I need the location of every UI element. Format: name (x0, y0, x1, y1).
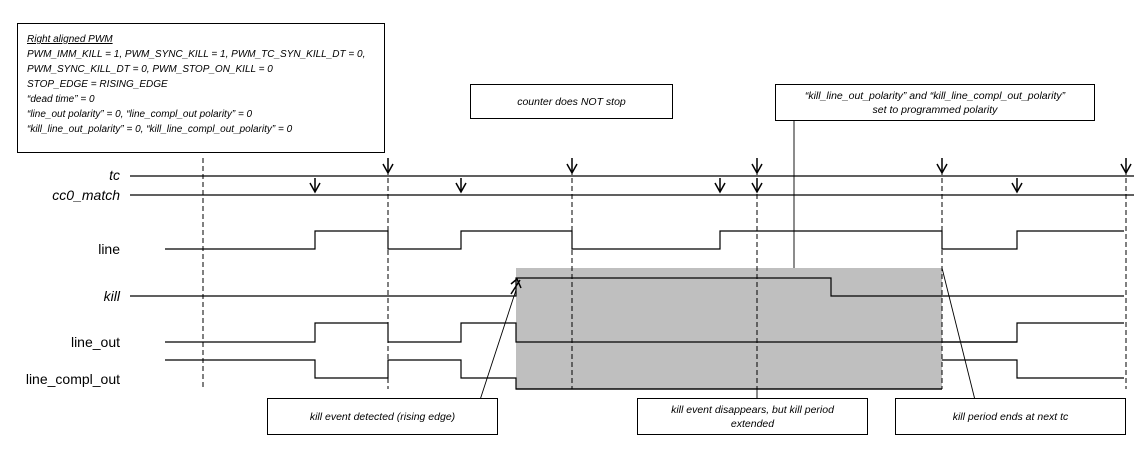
kill-edge-arrow (510, 277, 522, 295)
cc0-match-arrow (1011, 178, 1023, 194)
line-compl-out-waveform-after (942, 359, 1124, 379)
kill-period-shade (516, 268, 942, 389)
kill-disappears-note-line: extended (730, 417, 775, 430)
config-line: PWM_IMM_KILL = 1, PWM_SYNC_KILL = 1, PWM… (27, 49, 366, 60)
kill-detected-note: kill event detected (rising edge) (267, 398, 498, 435)
signal-label-line-compl-out: line_compl_out (25, 371, 120, 387)
signal-label-tc: tc (109, 167, 120, 183)
config-line: “line_out polarity” = 0, “line_compl_out… (27, 109, 253, 120)
kill-ends-note: kill period ends at next tc (895, 398, 1126, 435)
tc-arrow (1120, 158, 1132, 175)
tc-arrow (751, 158, 763, 175)
counter-note-text: counter does NOT stop (517, 95, 626, 108)
tc-arrow (382, 158, 394, 175)
cc0-match-arrow (309, 178, 321, 194)
callout-leaders (479, 120, 976, 401)
signal-label-cc0-match: cc0_match (52, 187, 120, 203)
tc-arrow (566, 158, 578, 175)
kill-disappears-note: kill event disappears, but kill period e… (637, 398, 868, 435)
counter-note: counter does NOT stop (470, 84, 673, 119)
polarity-note-line: “kill_line_out_polarity” and “kill_line_… (804, 89, 1066, 102)
tc-arrow (936, 158, 948, 175)
kill-ends-note-text: kill period ends at next tc (952, 410, 1069, 423)
leader-kill-ends (941, 267, 976, 401)
kill-disappears-note-line: kill event disappears, but kill period (671, 403, 834, 416)
cc0-match-arrow (455, 178, 467, 194)
config-box: Right aligned PWM PWM_IMM_KILL = 1, PWM_… (17, 23, 385, 153)
leader-kill-detected (479, 289, 517, 401)
polarity-note: “kill_line_out_polarity” and “kill_line_… (775, 84, 1095, 121)
config-line: “kill_line_out_polarity” = 0, “kill_line… (27, 124, 293, 135)
dashed-markers (202, 158, 1127, 389)
line-waveform (165, 230, 1124, 250)
config-title: Right aligned PWM (27, 34, 113, 45)
tc-arrows (382, 158, 1132, 175)
cc0-match-arrows (309, 178, 1023, 194)
signal-label-line-out: line_out (70, 334, 120, 350)
signal-label-kill: kill (103, 288, 120, 304)
config-line: PWM_SYNC_KILL_DT = 0, PWM_STOP_ON_KILL =… (27, 64, 273, 75)
config-line: “dead time” = 0 (27, 94, 95, 105)
cc0-match-arrow (714, 178, 726, 194)
cc0-match-arrow (751, 178, 763, 194)
kill-waveform (130, 277, 1124, 297)
signal-label-line: line (98, 241, 120, 257)
kill-detected-note-text: kill event detected (rising edge) (309, 410, 456, 423)
line-compl-out-waveform (165, 359, 942, 390)
config-line: STOP_EDGE = RISING_EDGE (27, 79, 168, 90)
polarity-note-line: set to programmed polarity (872, 103, 998, 116)
